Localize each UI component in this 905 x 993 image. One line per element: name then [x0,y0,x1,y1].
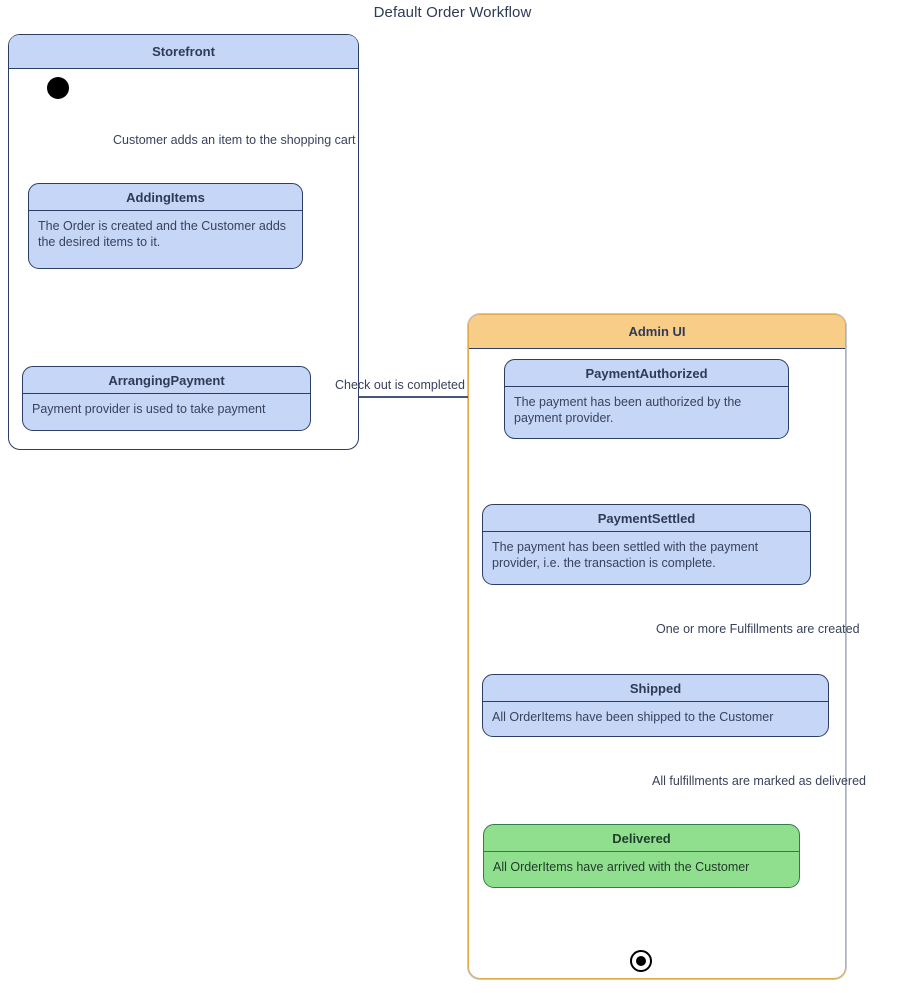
state-delivered[interactable]: Delivered All OrderItems have arrived wi… [483,824,800,888]
edge-label-shipped-to-delivered: All fulfillments are marked as delivered [652,774,866,788]
state-payment-settled-title: PaymentSettled [483,505,810,532]
edge-label-initial-to-addingitems: Customer adds an item to the shopping ca… [113,133,356,147]
edge-label-paymentsettled-to-shipped: One or more Fulfillments are created [656,622,860,636]
composite-state-storefront-title: Storefront [9,35,358,69]
edge-label-arrangingpayment-to-paymentauthorized: Check out is completed [335,378,465,392]
state-payment-settled[interactable]: PaymentSettled The payment has been sett… [482,504,811,585]
state-arranging-payment[interactable]: ArrangingPayment Payment provider is use… [22,366,311,431]
state-payment-authorized-title: PaymentAuthorized [505,360,788,387]
final-state-node[interactable] [630,950,652,972]
diagram-title: Default Order Workflow [373,4,532,21]
state-delivered-title: Delivered [484,825,799,852]
state-arranging-payment-description: Payment provider is used to take payment [32,402,266,416]
state-adding-items-title: AddingItems [29,184,302,211]
state-shipped[interactable]: Shipped All OrderItems have been shipped… [482,674,829,737]
state-delivered-description: All OrderItems have arrived with the Cus… [493,860,750,874]
state-shipped-title: Shipped [483,675,828,702]
state-adding-items[interactable]: AddingItems The Order is created and the… [28,183,303,269]
state-shipped-description: All OrderItems have been shipped to the … [492,710,774,724]
state-arranging-payment-title: ArrangingPayment [23,367,310,394]
state-payment-authorized-description: The payment has been authorized by the p… [514,395,742,425]
state-adding-items-description: The Order is created and the Customer ad… [38,219,287,249]
state-payment-authorized[interactable]: PaymentAuthorized The payment has been a… [504,359,789,439]
composite-state-admin-ui-title: Admin UI [469,315,845,349]
state-payment-settled-description: The payment has been settled with the pa… [492,540,759,570]
initial-state-node[interactable] [47,77,69,99]
